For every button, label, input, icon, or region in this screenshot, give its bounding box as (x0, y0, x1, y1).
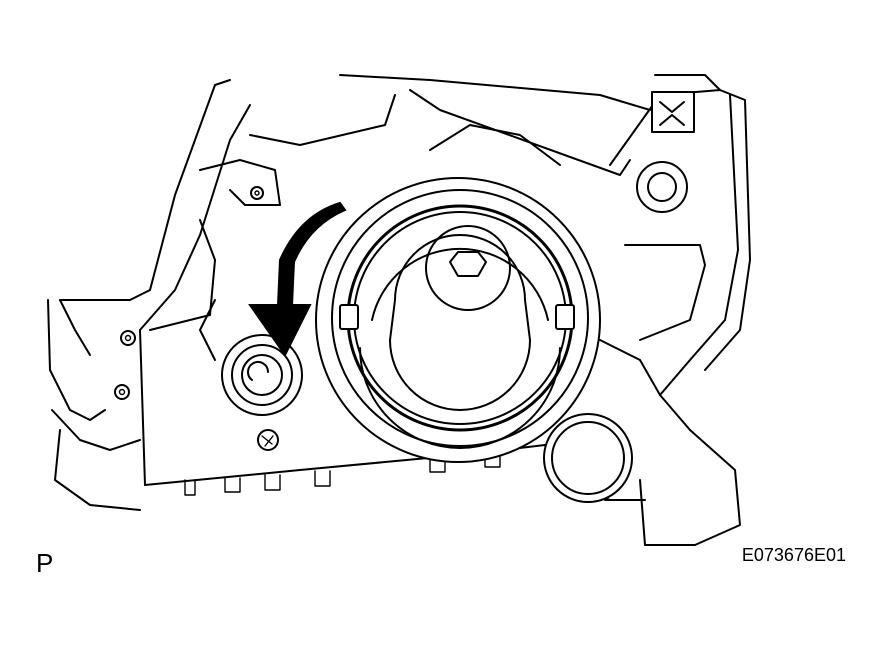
housing-screws (114, 186, 264, 400)
retaining-clip (651, 91, 695, 133)
side-marker-socket (543, 413, 633, 503)
aiming-screw (257, 429, 279, 451)
housing-bottom-tabs (184, 454, 501, 496)
main-bulb-dust-cover (315, 177, 601, 463)
adjuster-boss-right (636, 161, 688, 213)
view-code-label: P (36, 548, 54, 578)
headlight-housing (47, 74, 751, 546)
small-socket-cover (221, 334, 303, 416)
figure-id-label: E073676E01 (741, 545, 846, 565)
rotation-direction-arrow (248, 201, 347, 357)
